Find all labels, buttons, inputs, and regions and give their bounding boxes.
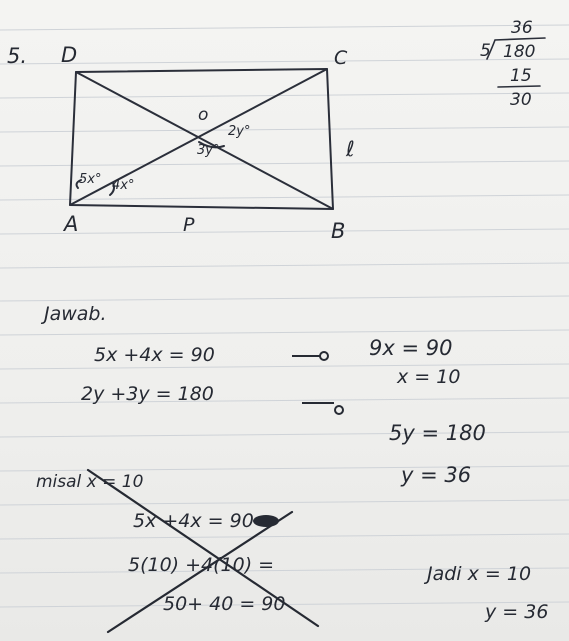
division-subtract: 15 (510, 66, 532, 86)
vertex-label-d: D (61, 43, 78, 67)
y-result: y = 36 (401, 463, 472, 487)
check-line-3: 50+ 40 = 90 (163, 593, 286, 615)
division-divisor: 5 (480, 41, 491, 61)
equation-1-simplified: 9x = 90 (369, 336, 453, 360)
problem-number: 5. (7, 44, 28, 68)
division-quotient: 36 (511, 18, 533, 38)
division-bracket (486, 37, 546, 60)
angle-arc-4x (109, 182, 115, 196)
side-label-p: P (183, 214, 195, 236)
angle-label-4x: 4x° (112, 178, 135, 193)
angle-label-2y: 2y° (228, 124, 251, 139)
scribbled-blot (253, 515, 279, 527)
diagonal-db (75, 71, 334, 210)
equation-2: 2y +3y = 180 (81, 383, 214, 405)
division-underline (497, 85, 541, 88)
conclusion-y: y = 36 (485, 601, 549, 623)
vertex-label-a: A (64, 212, 79, 236)
angle-label-3y: 3y° (197, 143, 220, 158)
division-remainder: 30 (510, 90, 532, 110)
angle-label-5x: 5x° (79, 172, 102, 187)
cross-out-stroke-1 (86, 468, 320, 628)
arrow-icon (292, 351, 329, 361)
x-result: x = 10 (397, 366, 461, 388)
vertex-label-b: B (331, 219, 346, 243)
solution-heading: Jawab. (44, 303, 107, 325)
conclusion-x: Jadi x = 10 (427, 563, 532, 585)
side-label-l: ℓ (346, 137, 355, 161)
angle-arc-3y (198, 141, 225, 149)
vertex-label-c: C (334, 47, 348, 69)
arrow-icon (302, 402, 344, 415)
division-dividend: 180 (503, 42, 536, 62)
cross-out-stroke-2 (106, 510, 294, 634)
equation-1: 5x +4x = 90 (94, 344, 215, 366)
equation-2-simplified: 5y = 180 (389, 421, 486, 445)
check-line-1: 5x +4x = 90 (133, 510, 254, 532)
angle-arc-5x (75, 179, 82, 189)
check-line-2: 5(10) +4(10) = (128, 554, 275, 576)
check-intro: misal x = 10 (36, 472, 144, 492)
center-label-o: o (198, 105, 209, 125)
